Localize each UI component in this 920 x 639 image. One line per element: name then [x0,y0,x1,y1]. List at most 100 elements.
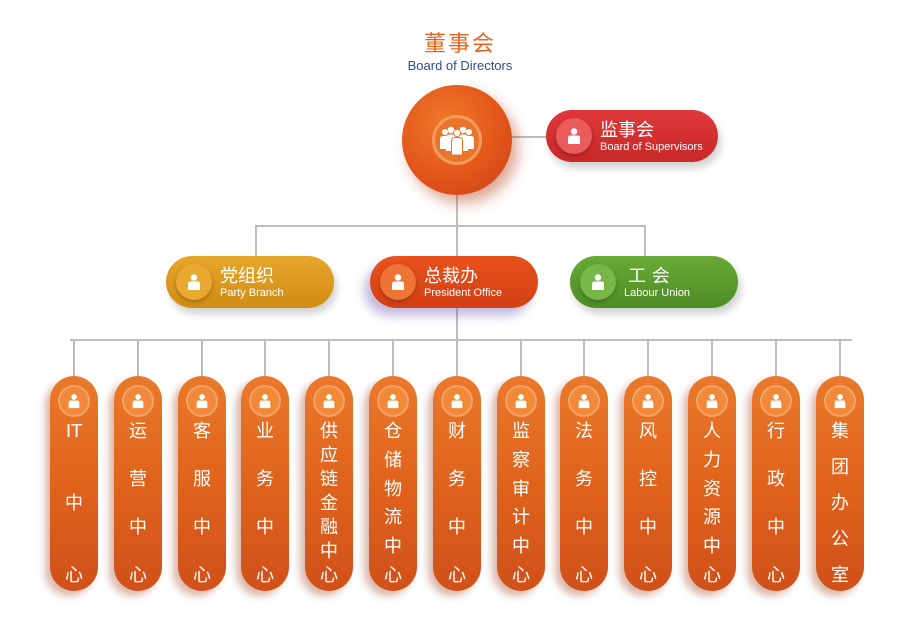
department-column: 运营中心 [114,376,162,591]
connector-board-vertical [456,190,458,226]
person-icon [122,385,154,417]
board-title: 董事会 [423,32,496,57]
department-label-char: 物 [384,478,402,500]
labour-union-label: 工 会 [628,266,670,287]
board-subtitle: Board of Directors [407,58,513,73]
department-label-char: 中 [65,493,83,514]
department-label-char: 业 [256,421,274,442]
department-label-char: 心 [639,565,657,586]
department-label: 人力资源中心 [688,422,736,586]
department-label-char: 营 [129,469,147,490]
department-label-char: 法 [575,421,593,442]
connector-column-drop [73,339,75,379]
department-label-char: IT [65,421,83,442]
department-label-char: 资 [703,478,721,500]
department-label-char: 储 [384,449,402,471]
connector-column-drop [201,339,203,379]
department-label: 行政中心 [752,422,800,586]
connector-column-drop [775,339,777,379]
department-label-char: 计 [512,507,530,529]
person-icon [380,264,416,300]
department-label-char: 金 [320,493,338,514]
connector-column-drop [328,339,330,379]
department-label-char: 审 [512,478,530,500]
president-office-node: 总裁办 President Office [370,256,538,308]
person-icon [696,385,728,417]
connector-column-drop [264,339,266,379]
department-label: 法务中心 [560,422,608,586]
department-label: 仓储物流中心 [369,422,417,586]
connector-level2-horizontal [255,225,646,227]
department-label: 客服中心 [178,422,226,586]
person-icon [824,385,856,417]
party-branch-node: 党组织 Party Branch [166,256,334,308]
department-label-char: 人 [703,421,721,442]
president-office-sublabel: President Office [424,287,503,299]
department-label-char: 心 [703,564,721,586]
department-label-char: 中 [575,517,593,538]
department-label-char: 心 [256,565,274,586]
labour-union-node: 工 会 Labour Union [570,256,738,308]
department-label-char: 心 [512,564,530,586]
department-column: 法务中心 [560,376,608,591]
department-label: 业务中心 [241,422,289,586]
connector-column-drop [392,339,394,379]
connector-column-drop [583,339,585,379]
department-label-char: 心 [575,565,593,586]
department-column: 风控中心 [624,376,672,591]
department-label-char: 心 [65,565,83,586]
department-label-char: 公 [831,529,849,550]
department-column: 监察审计中心 [497,376,545,591]
supervisors-node: 监事会 Board of Supervisors [546,110,718,162]
president-office-label: 总裁办 [424,266,478,287]
department-label-char: 务 [256,469,274,490]
department-label-char: 风 [639,421,657,442]
department-label-char: 中 [639,517,657,538]
department-label-char: 中 [129,517,147,538]
connector-party-drop [255,225,257,257]
department-column: 集团办公室 [816,376,864,591]
department-label-char: 心 [193,565,211,586]
department-column: 客服中心 [178,376,226,591]
connector-column-drop [711,339,713,379]
department-label: 运营中心 [114,422,162,586]
department-column: 仓储物流中心 [369,376,417,591]
department-label-char: 链 [320,469,338,490]
department-column: 行政中心 [752,376,800,591]
department-label: IT 中心 [50,422,98,586]
supervisors-sublabel: Board of Supervisors [600,141,703,153]
person-icon [249,385,281,417]
department-label-char: 室 [831,565,849,586]
department-label-char: 服 [193,469,211,490]
connector-column-drop [456,339,458,379]
department-label-char: 供 [320,421,338,442]
person-icon [58,385,90,417]
party-branch-sublabel: Party Branch [220,287,284,299]
department-label-char: 心 [384,564,402,586]
department-label-char: 力 [703,449,721,471]
department-label-char: 融 [320,517,338,538]
department-column: 供应链金融中心 [305,376,353,591]
connector-president-down [456,306,458,340]
department-column: 财务中心 [433,376,481,591]
department-label: 供应链金融中心 [305,422,353,586]
person-icon [505,385,537,417]
department-label-char: 心 [129,565,147,586]
department-label-char: 运 [129,421,147,442]
labour-union-sublabel: Labour Union [624,287,691,299]
department-label-char: 中 [256,517,274,538]
department-label-char: 控 [639,469,657,490]
department-label-char: 监 [512,421,530,442]
department-label-char: 政 [767,469,785,490]
department-label-char: 应 [320,445,338,466]
department-label-char: 中 [384,536,402,558]
connector-column-drop [137,339,139,379]
department-label-char: 中 [320,541,338,562]
department-label-char: 财 [448,421,466,442]
department-label-char: 集 [831,421,849,442]
person-icon [441,385,473,417]
person-icon [186,385,218,417]
department-column: 人力资源中心 [688,376,736,591]
department-label: 风控中心 [624,422,672,586]
department-label: 监察审计中心 [497,422,545,586]
